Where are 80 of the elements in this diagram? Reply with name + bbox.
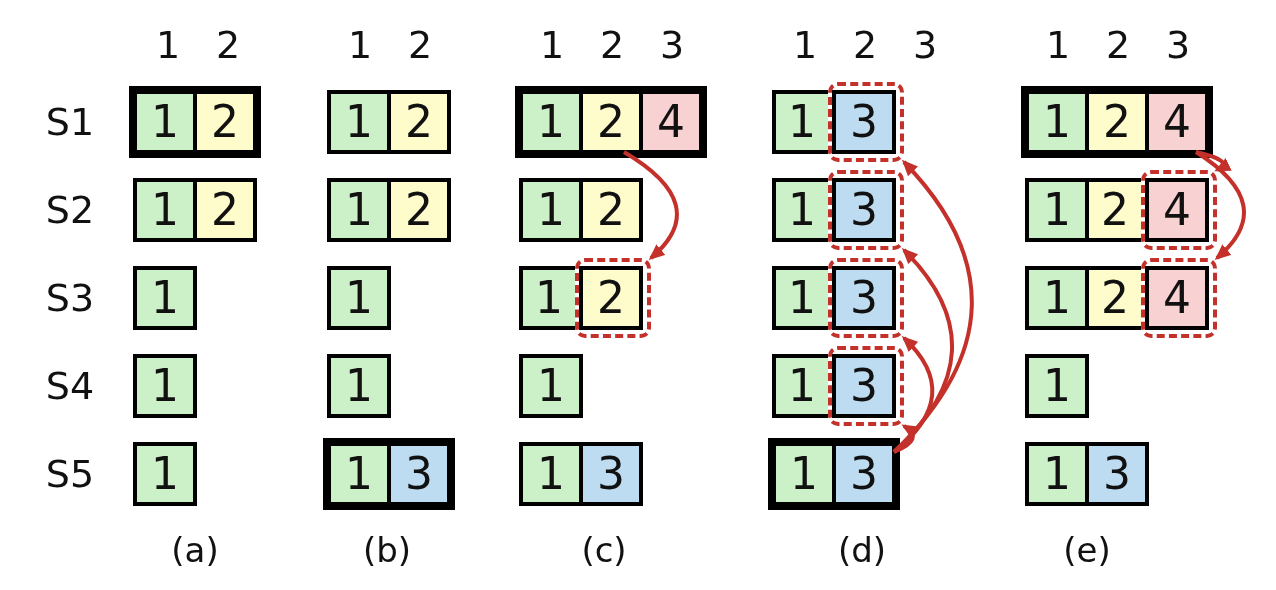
- column-number: 2: [852, 26, 878, 64]
- log-entry: 1: [1021, 86, 1085, 158]
- column-number: 1: [1045, 26, 1071, 64]
- log-entry: 1: [768, 438, 832, 510]
- log-entry: 2: [193, 178, 257, 242]
- column-number: 3: [912, 26, 938, 64]
- log-entry: 1: [1025, 266, 1085, 330]
- arrow: [893, 424, 919, 454]
- log-entry: 1: [327, 354, 391, 418]
- log-entry: 3: [832, 90, 896, 154]
- dashed-highlight-frame: [575, 258, 651, 338]
- log-entry: 1: [129, 86, 193, 158]
- panel-caption: (a): [171, 533, 219, 567]
- log-entry: 1: [1025, 354, 1089, 418]
- server-label: S3: [45, 279, 95, 317]
- dashed-highlight-frame: [1141, 170, 1217, 250]
- log-entry: 2: [387, 178, 451, 242]
- panel-caption: (c): [581, 533, 627, 567]
- column-number: 3: [1165, 26, 1191, 64]
- log-entry: 3: [832, 178, 896, 242]
- dashed-highlight-frame: [828, 170, 904, 250]
- log-entry: 1: [133, 266, 197, 330]
- log-entry: 1: [133, 354, 197, 418]
- log-entry: 4: [1145, 266, 1209, 330]
- log-entry: 1: [1025, 442, 1085, 506]
- column-number: 2: [407, 26, 433, 64]
- log-entry: 1: [327, 90, 387, 154]
- log-entry: 2: [1085, 266, 1141, 330]
- log-entry: 3: [1085, 442, 1149, 506]
- log-entry: 2: [387, 90, 451, 154]
- log-entry: 2: [1085, 178, 1141, 242]
- column-number: 2: [1105, 26, 1131, 64]
- server-label: S5: [45, 455, 95, 493]
- log-entry: 3: [579, 442, 643, 506]
- log-entry: 1: [133, 442, 197, 506]
- log-entry: 1: [1025, 178, 1085, 242]
- log-entry: 2: [1085, 86, 1145, 158]
- column-number: 1: [539, 26, 565, 64]
- dashed-highlight-frame: [828, 346, 904, 426]
- log-entry: 1: [327, 266, 391, 330]
- column-number: 1: [792, 26, 818, 64]
- column-number: 1: [155, 26, 181, 64]
- dashed-highlight-frame: [828, 258, 904, 338]
- column-number: 1: [347, 26, 373, 64]
- log-entry: 1: [515, 86, 579, 158]
- log-entry: 4: [1145, 86, 1213, 158]
- log-entry: 3: [832, 266, 896, 330]
- panel-caption: (e): [1063, 533, 1111, 567]
- log-entry: 1: [327, 178, 387, 242]
- log-entry: 1: [772, 266, 828, 330]
- column-number: 2: [215, 26, 241, 64]
- log-entry: 1: [772, 178, 828, 242]
- log-entry: 3: [832, 438, 900, 510]
- log-entry: 4: [639, 86, 707, 158]
- column-number: 3: [659, 26, 685, 64]
- log-entry: 1: [772, 354, 828, 418]
- arrow: [1194, 150, 1246, 261]
- log-entry: 1: [519, 442, 579, 506]
- log-entry: 1: [519, 354, 583, 418]
- server-label: S2: [45, 191, 95, 229]
- log-entry: 2: [579, 266, 643, 330]
- log-entry: 1: [519, 178, 579, 242]
- log-entry: 2: [579, 86, 639, 158]
- panel-caption: (d): [837, 533, 887, 567]
- log-entry: 3: [387, 438, 455, 510]
- log-entry: 1: [133, 178, 193, 242]
- log-entry: 2: [193, 86, 261, 158]
- log-entry: 1: [519, 266, 575, 330]
- log-entry: 2: [579, 178, 643, 242]
- dashed-highlight-frame: [828, 82, 904, 162]
- log-entry: 1: [772, 90, 828, 154]
- dashed-highlight-frame: [1141, 258, 1217, 338]
- log-entry: 1: [323, 438, 387, 510]
- server-label: S1: [45, 103, 95, 141]
- log-entry: 3: [832, 354, 896, 418]
- arrow: [1195, 150, 1232, 172]
- column-number: 2: [599, 26, 625, 64]
- log-entry: 4: [1145, 178, 1209, 242]
- server-label: S4: [45, 367, 95, 405]
- panel-caption: (b): [362, 533, 412, 567]
